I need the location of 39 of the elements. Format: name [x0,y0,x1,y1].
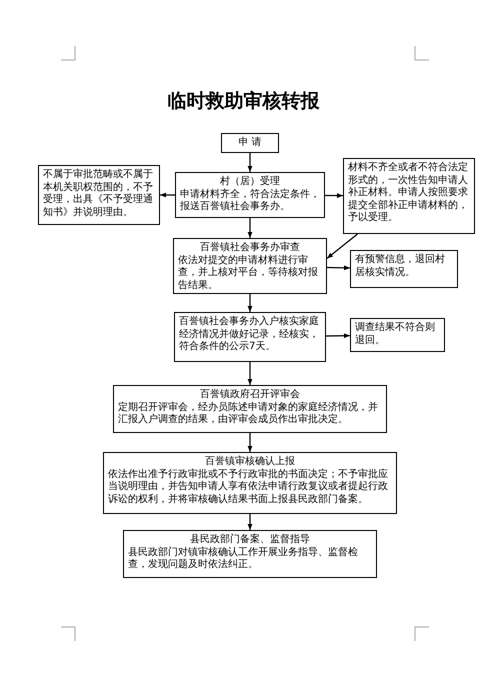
box-heading: 百誉镇社会事务办审查 [199,242,301,254]
process-box [113,385,387,433]
arrow [160,192,175,198]
box-text: 有预警信息，退回村居核实情况。 [355,254,446,279]
arrow [248,294,252,312]
box-text: 定期召开评审会，经办员陈述申请对象的家庭经济情况，并汇报入户调查的结果，由评审会成员作出审批决定。 [118,402,379,426]
arrow [326,234,358,259]
box-text: 依法作出准予行政审批或不予行政审批的书面决定；不予审批应当说明理由，并告知申请人享有依法申请行政复议或者提起行政诉讼的权利，并将审核确认结果书面上报县民政部门备案。 [108,468,389,506]
box-text: 调查结果不符合则退回。 [355,322,436,347]
box-heading: 村（居）受理 [219,176,281,188]
box-text: 申请材料齐全，符合法定条件，报送百誉镇社会事务办。 [180,188,320,214]
process-box [350,318,445,352]
box-heading: 百誉镇审核确认上报 [204,456,296,468]
box-heading: 县民政部门备案、监督指导 [189,534,311,546]
box-text: 依法对提交的申请材料进行审查，并上核对平台，等待核对报告结果。 [178,254,319,292]
process-box [350,250,458,288]
process-box [173,238,327,294]
start-box [221,133,279,153]
box-text: 县民政部门对镇审核确认工作开展业务指导、监督检查，发现问题及时依法纠正。 [128,546,359,572]
box-text: 材料不齐全或者不符合法定形式的，一次性告知申请人补正材料。申请人按照要求提交全部补正申请材料的，予以受理。 [348,162,469,224]
box-text: 申 请 [237,137,263,150]
process-box [343,158,475,234]
process-box [174,312,326,362]
arrow [248,362,252,385]
process-box [103,452,397,514]
arrow [326,265,350,270]
arrow [248,153,252,172]
diagram-title: 临时救助审核转报 [166,89,320,114]
box-text: 百誉镇社会事务办入户核实家庭经济情况并做好记录，经核实，符合条件的公示7天。 [179,316,320,354]
process-box [38,165,160,225]
process-box [175,172,325,218]
arrow [248,218,252,238]
arrow [248,514,252,530]
process-box [123,530,377,578]
arrow [325,193,343,198]
box-heading: 百誉镇政府召开评审会 [199,389,301,402]
box-text: 不属于审批范畴或不属于本机关职权范围的，不予受理，出具《不予受理通知书》并说明理由。 [43,169,154,219]
arrow [326,333,350,338]
arrow [248,433,252,452]
